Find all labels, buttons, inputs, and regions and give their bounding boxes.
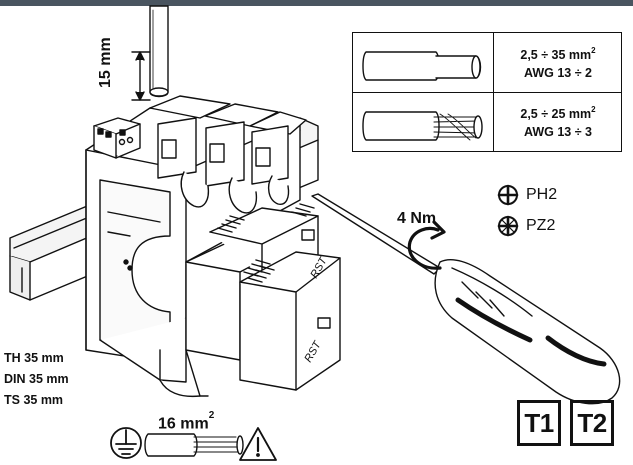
signal-terminal — [93, 117, 141, 159]
spec-range: 2,5 ÷ 25 mm2 — [520, 105, 596, 122]
ground-wire-size-label: 16 mm2 — [158, 410, 215, 433]
rail-type-label: DIN 35 mm — [4, 372, 69, 386]
bit-label-ph: PH2 — [526, 186, 558, 203]
ground-wire-icon — [144, 433, 244, 457]
rail-type-label: TH 35 mm — [4, 351, 64, 365]
top-bar — [0, 0, 633, 6]
rail-type-label: TS 35 mm — [4, 393, 64, 407]
spec-range: 2,5 ÷ 35 mm2 — [520, 46, 596, 63]
pozidriv-icon — [497, 215, 519, 237]
torque-label: 4 Nm — [397, 210, 437, 227]
class-t1-badge: T1 — [517, 400, 561, 446]
stranded-conductor-icon — [362, 111, 483, 141]
spec-row-solid: 2,5 ÷ 35 mm2 AWG 13 ÷ 2 — [353, 33, 621, 93]
conductor-wire — [149, 5, 169, 98]
phillips-icon — [497, 184, 519, 206]
conductor-spec-table: 2,5 ÷ 35 mm2 AWG 13 ÷ 2 2,5 ÷ 25 mm2 AWG… — [352, 32, 622, 152]
warning-icon — [239, 427, 277, 461]
spec-awg: AWG 13 ÷ 2 — [524, 65, 592, 80]
class-t2-badge: T2 — [570, 400, 614, 446]
plug-in-modules — [185, 203, 341, 391]
spec-awg: AWG 13 ÷ 3 — [524, 124, 592, 139]
terminal-clamps — [149, 95, 307, 214]
spd-housing — [85, 107, 301, 398]
spec-row-stranded: 2,5 ÷ 25 mm2 AWG 13 ÷ 3 — [353, 92, 621, 151]
torque-arrow-icon — [407, 220, 446, 270]
solid-conductor-icon — [362, 51, 482, 81]
ground-icon — [110, 427, 142, 459]
stripping-length-label: 15 mm — [97, 37, 114, 88]
dimension-arrow-icon — [131, 51, 151, 101]
screwdriver — [311, 193, 621, 405]
bit-label-pz: PZ2 — [526, 217, 556, 234]
